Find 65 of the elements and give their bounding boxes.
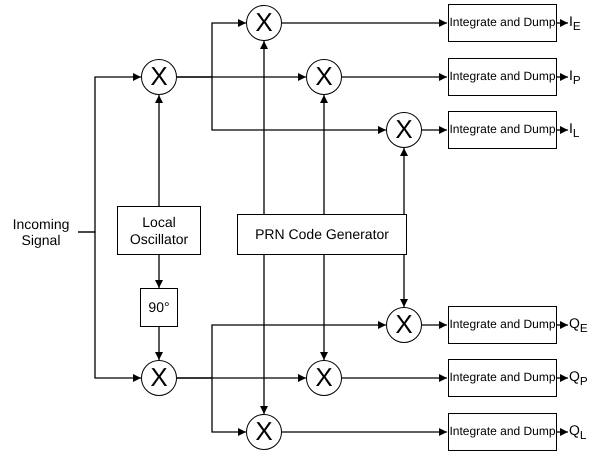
output-label: Q$_{E}$ <box>569 314 588 336</box>
arrow <box>557 428 568 436</box>
box-label: Local Oscillator <box>128 214 190 247</box>
arrow <box>78 231 141 382</box>
mixer-circle <box>386 112 422 148</box>
mixer-circle <box>306 59 342 95</box>
output-label: Q$_{P}$ <box>569 368 588 388</box>
mixer-circle <box>141 59 177 95</box>
box-label: Integrate and Dump <box>449 318 556 332</box>
arrow <box>422 321 447 329</box>
integrator-box <box>448 306 557 344</box>
arrow <box>320 255 328 360</box>
mixer-symbol: X <box>315 62 333 92</box>
integrator-box <box>448 413 557 451</box>
mixer-circle <box>141 360 177 396</box>
arrow <box>557 374 568 382</box>
oscillator-box <box>117 206 201 255</box>
arrow <box>155 327 163 360</box>
arrow <box>342 73 447 81</box>
output-label: I$_{P}$ <box>569 66 581 88</box>
box-label: Integrate and Dump <box>449 371 556 385</box>
arrow <box>342 374 447 382</box>
mixer-symbol: X <box>150 363 168 393</box>
mixer-symbol: X <box>395 310 413 340</box>
arrow <box>282 19 447 27</box>
generator-box <box>237 214 407 255</box>
box-label: Integrate and Dump <box>449 123 556 137</box>
mixer-circle <box>306 360 342 396</box>
mixer-symbol: X <box>150 62 168 92</box>
arrow <box>557 19 568 27</box>
arrow <box>260 255 268 414</box>
arrow <box>177 377 246 436</box>
phase-shift-box <box>140 288 178 327</box>
box-label: PRN Code Generator <box>255 226 389 243</box>
arrow <box>320 95 328 214</box>
mixer-symbol: X <box>315 363 333 393</box>
arrow <box>400 148 408 214</box>
mixer-circle <box>246 5 282 41</box>
mixer-circle <box>246 414 282 450</box>
output-label: Q$_{L}$ <box>569 422 586 442</box>
mixer-symbol: X <box>255 417 273 447</box>
arrow <box>155 95 163 206</box>
integrator-box <box>448 4 557 42</box>
box-label: Integrate and Dump <box>449 70 556 84</box>
arrow <box>260 41 268 214</box>
box-label: 90° <box>148 299 170 316</box>
integrator-box <box>448 359 557 397</box>
arrow <box>282 428 447 436</box>
arrow <box>557 321 568 329</box>
box-label: Integrate and Dump <box>449 425 556 439</box>
integrator-box <box>448 111 557 149</box>
mixer-symbol: X <box>255 8 273 38</box>
arrow <box>422 126 447 134</box>
mixer-circle <box>386 307 422 343</box>
arrow <box>155 255 163 288</box>
input-label: Incoming Signal <box>12 216 70 248</box>
integrator-box <box>448 58 557 96</box>
mixer-symbol: X <box>395 115 413 145</box>
arrow <box>177 76 386 134</box>
box-label: Integrate and Dump <box>449 16 556 30</box>
output-label: I$_{L}$ <box>569 120 580 140</box>
arrow <box>557 73 568 81</box>
arrow <box>400 255 408 307</box>
output-label: I$_{E}$ <box>569 12 581 34</box>
arrow <box>557 126 568 134</box>
